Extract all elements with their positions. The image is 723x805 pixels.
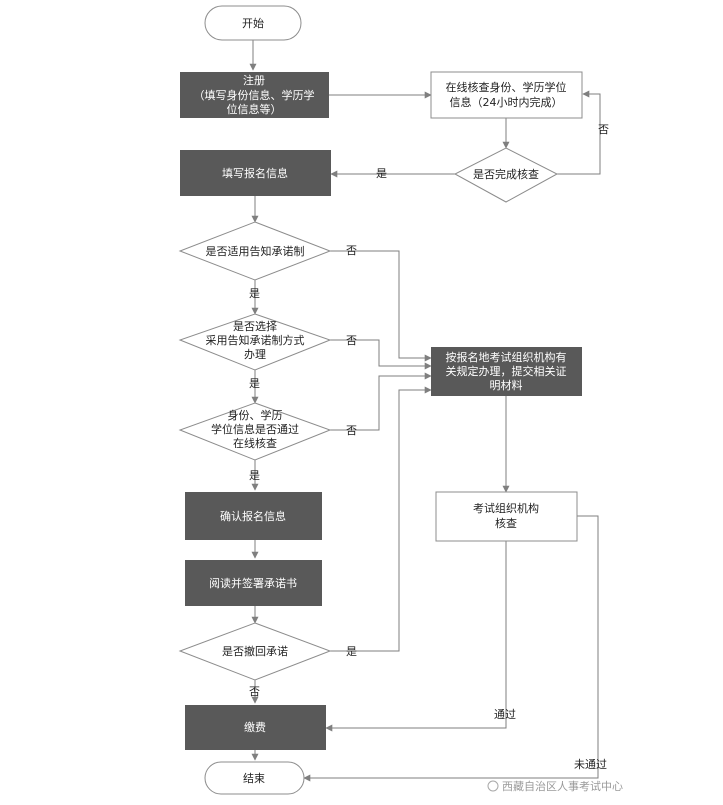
confirm-info-label: 确认报名信息: [220, 509, 286, 523]
submit-materials-label-2: 关规定办理，提交相关证: [446, 364, 567, 378]
end-node: 结束: [204, 761, 305, 795]
withdraw-node: 是否撤回承诺: [178, 622, 332, 681]
online-check-label-1: 在线核查身份、学历学位: [446, 80, 567, 94]
edge-label-review-fail: 未通过: [574, 758, 607, 771]
fill-info-node: 填写报名信息: [180, 150, 331, 196]
edge-review-fail: [303, 515, 599, 782]
connectors: [249, 40, 601, 782]
edge-label-passed-yes: 是: [249, 469, 260, 482]
pay-label: 缴费: [244, 720, 266, 734]
exam-review-node: 考试组织机构 核查: [435, 491, 578, 542]
choose-notice-label-3: 办理: [244, 348, 266, 361]
read-sign-node: 阅读并签署承诺书: [185, 560, 322, 606]
exam-review-label-1: 考试组织机构: [473, 501, 539, 515]
edge-label-withdraw-no: 否: [249, 685, 260, 698]
choose-notice-node: 是否选择 采用告知承诺制方式 办理: [178, 313, 332, 371]
apply-notice-label: 是否适用告知承诺制: [206, 244, 305, 258]
passed-online-label-1: 身份、学历: [228, 408, 283, 422]
confirm-info-node: 确认报名信息: [185, 492, 322, 540]
edge-label-choose-no: 否: [346, 334, 357, 347]
passed-online-label-3: 在线核查: [233, 436, 277, 450]
edge-checkdone-no-loop: [557, 90, 601, 175]
choose-notice-label-2: 采用告知承诺制方式: [206, 333, 305, 347]
submit-materials-node: 按报名地考试组织机构有 关规定办理，提交相关证 明材料: [431, 347, 582, 396]
register-label-2: （填写身份信息、学历学: [194, 88, 315, 102]
register-node: 注册 （填写身份信息、学历学 位信息等）: [180, 72, 329, 118]
register-label-1: 注册: [243, 73, 265, 87]
edge-withdraw-yes: [330, 386, 432, 652]
withdraw-label: 是否撤回承诺: [222, 644, 288, 658]
check-done-node: 是否完成核查: [453, 147, 559, 203]
choose-notice-label-1: 是否选择: [233, 319, 277, 333]
online-check-label-2: 信息（24小时内完成）: [450, 95, 563, 109]
start-label: 开始: [242, 16, 264, 30]
edge-label-passed-no: 否: [346, 424, 357, 437]
read-sign-label: 阅读并签署承诺书: [209, 576, 297, 590]
edge-label-apply-no: 否: [346, 244, 357, 257]
edge-review-pass: [325, 541, 507, 732]
watermark-text: 西藏自治区人事考试中心: [502, 779, 623, 793]
pay-node: 缴费: [185, 705, 326, 750]
edge-label-withdraw-yes: 是: [346, 645, 357, 658]
edge-labels: 否 是 否 是 否 是 否 是 是 否 通过 未通过: [249, 123, 609, 771]
edge-label-apply-yes: 是: [249, 287, 260, 300]
watermark: 西藏自治区人事考试中心: [487, 779, 623, 793]
submit-materials-label-3: 明材料: [490, 378, 523, 392]
edge-passed-no: [330, 372, 432, 431]
edge-label-checkdone-yes: 是: [376, 167, 387, 180]
fill-info-label: 填写报名信息: [222, 166, 288, 180]
apply-notice-node: 是否适用告知承诺制: [178, 221, 332, 281]
edge-label-choose-yes: 是: [249, 377, 260, 390]
online-check-node: 在线核查身份、学历学位 信息（24小时内完成）: [430, 71, 583, 119]
edge-apply-no: [330, 250, 432, 362]
passed-online-node: 身份、学历 学位信息是否通过 在线核查: [178, 402, 332, 461]
end-label: 结束: [243, 772, 265, 785]
start-node: 开始: [204, 5, 302, 41]
edge-choose-no: [330, 339, 432, 370]
edge-label-review-pass: 通过: [494, 708, 516, 721]
edge-label-checkdone-no: 否: [598, 123, 609, 136]
exam-review-label-2: 核查: [495, 516, 517, 530]
check-done-label: 是否完成核查: [473, 167, 539, 181]
submit-materials-label-1: 按报名地考试组织机构有: [446, 350, 567, 364]
register-label-3: 位信息等）: [227, 102, 282, 116]
passed-online-label-2: 学位信息是否通过: [211, 422, 299, 436]
